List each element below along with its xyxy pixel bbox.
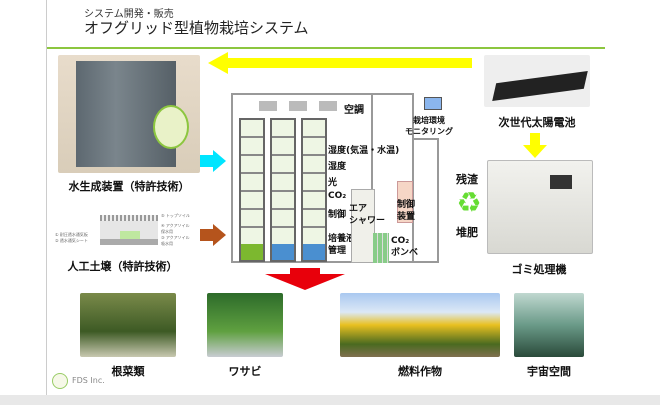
red-arrow-down xyxy=(265,268,345,290)
laptop-icon xyxy=(424,97,442,110)
divider xyxy=(47,47,605,49)
solar-panel-image xyxy=(484,55,590,107)
control-unit xyxy=(397,181,413,223)
bottom-band xyxy=(0,395,660,405)
co2-tanks xyxy=(373,233,389,263)
control-label: 制御 xyxy=(328,210,347,220)
rack xyxy=(301,118,327,262)
aircon-label: 空調 xyxy=(344,105,364,116)
control-label: 湿度(気温・水温) xyxy=(328,146,400,156)
bottom-label: ワサビ xyxy=(228,365,262,378)
compost-label: 堆肥 xyxy=(456,226,478,239)
garbage-processor-image xyxy=(487,160,593,254)
root-vegetable-image xyxy=(80,293,176,357)
aircon-unit xyxy=(319,101,337,111)
cyan-arrow-right xyxy=(200,150,226,172)
artificial-soil-diagram: ⑤ トップソイル ④ アクアソイル 保水用 ③ アクアソイル 吸水用 ① 耐圧透… xyxy=(55,205,190,255)
space-image xyxy=(514,293,584,357)
aircon-unit xyxy=(289,101,307,111)
artificial-soil-caption: 人工土壌（特許技術） xyxy=(67,260,178,273)
soil-label: ② 透水通気シート xyxy=(55,238,88,243)
fuel-crop-image xyxy=(340,293,500,357)
solar-caption: 次世代太陽電池 xyxy=(498,116,576,129)
bottom-label: 燃料作物 xyxy=(398,365,442,378)
rack xyxy=(239,118,265,262)
control-label: CO₂ xyxy=(328,191,347,201)
control-unit-label: 制御 装置 xyxy=(397,200,416,222)
air-shower-label: エア シャワー xyxy=(349,204,386,226)
yellow-arrow-down xyxy=(523,133,547,158)
soil-label: ① 耐圧透水通気板 xyxy=(55,232,88,237)
control-label: 湿度 xyxy=(328,162,347,172)
water-generator-image xyxy=(58,55,200,173)
garbage-caption: ゴミ処理機 xyxy=(511,263,567,276)
soil-label: ④ アクアソイル 保水用 xyxy=(161,223,190,234)
aircon-unit xyxy=(259,101,277,111)
rack xyxy=(270,118,296,262)
page-title: オフグリッド型植物栽培システム xyxy=(84,19,309,37)
recycle-icon: ♻ xyxy=(456,186,482,219)
bottom-label: 宇宙空間 xyxy=(527,365,571,378)
bottom-label: 根菜類 xyxy=(111,365,145,378)
yellow-arrow-left xyxy=(208,52,472,74)
water-generator-caption: 水生成装置（特許技術） xyxy=(68,180,190,193)
residue-label: 残渣 xyxy=(456,173,478,186)
brown-arrow-right xyxy=(200,224,226,246)
soil-label: ⑤ トップソイル xyxy=(161,213,190,218)
co2-tank-label: CO₂ ボンベ xyxy=(391,236,419,258)
soil-label: ③ アクアソイル 吸水用 xyxy=(161,235,190,246)
nutrient-label: 培養液 管理 xyxy=(328,234,356,256)
air-shower xyxy=(351,189,375,263)
subtitle: システム開発・販売 xyxy=(84,9,174,20)
company-name: FDS Inc. xyxy=(72,376,105,385)
monitoring-label: 栽培環境 モニタリング xyxy=(405,116,453,136)
slide-border xyxy=(46,0,47,395)
wasabi-image xyxy=(207,293,283,357)
company-logo xyxy=(52,373,68,389)
plant-factory-diagram: 空調 湿度(気温・水温) 湿度 光 CO₂ 制御 培養液 管理 エア シャワー … xyxy=(231,93,453,265)
control-label: 光 xyxy=(328,178,338,188)
